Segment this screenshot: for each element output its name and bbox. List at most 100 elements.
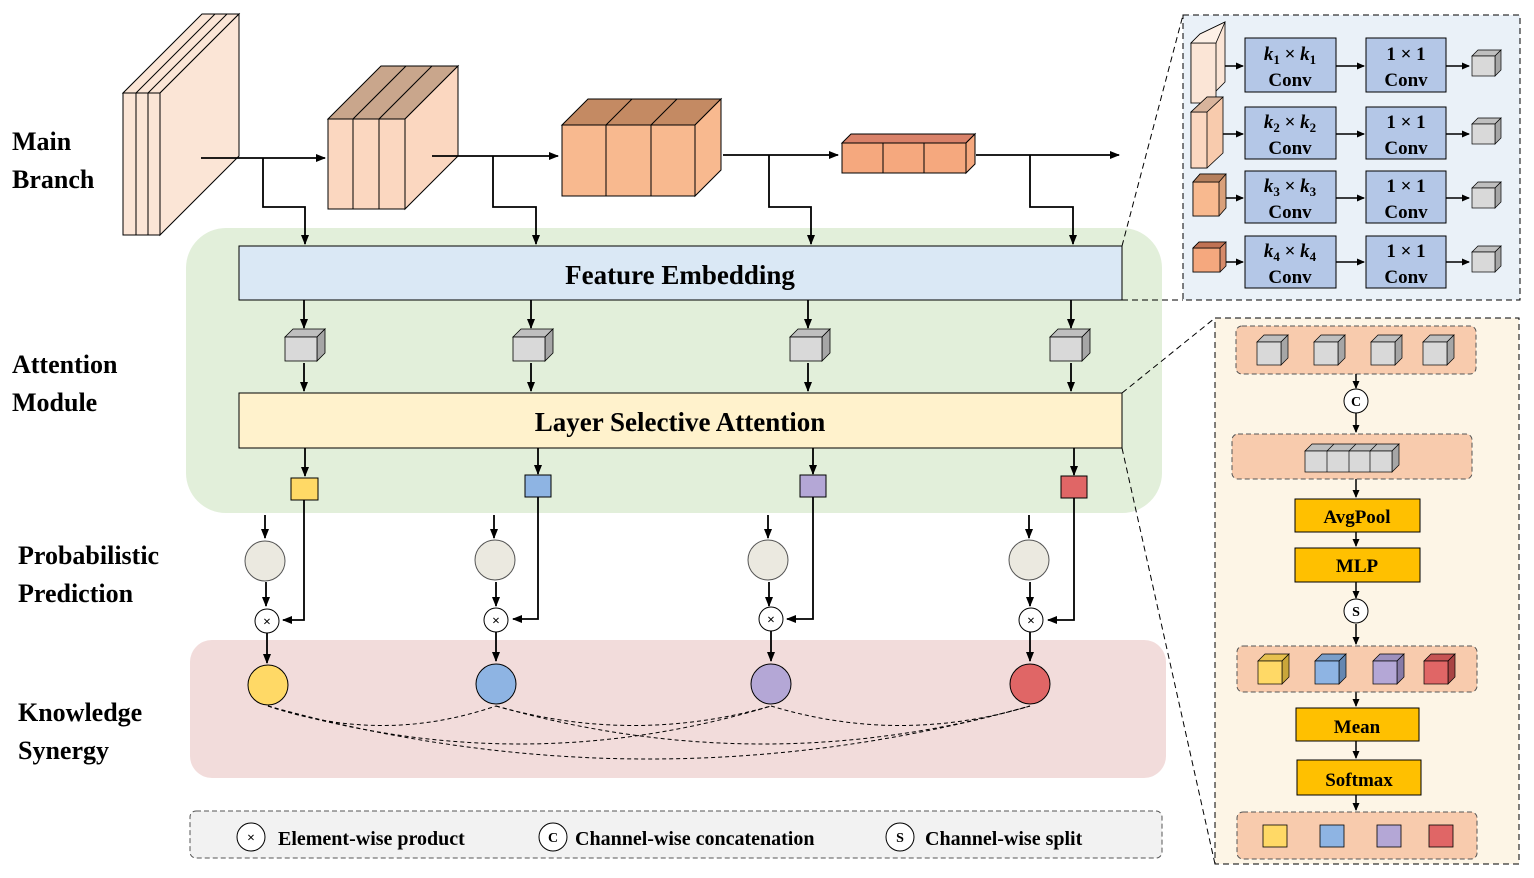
attn-output-blue — [1319, 824, 1345, 848]
softmax-box — [1296, 759, 1422, 796]
svg-text:×: × — [492, 614, 500, 629]
feature-map-stage-1 — [121, 12, 241, 237]
prediction-circle-4 — [1008, 539, 1050, 581]
mean-label: Mean — [1334, 717, 1381, 738]
prediction-arrows — [261, 497, 1075, 664]
embedding-cube-3 — [789, 328, 831, 362]
split-op: S — [1343, 598, 1369, 624]
svg-text:k4 × k4: k4 × k4 — [1264, 241, 1317, 264]
svg-text:1 × 1: 1 × 1 — [1386, 112, 1425, 133]
svg-text:Channel-wise concatenation: Channel-wise concatenation — [575, 828, 814, 850]
attn-output-yellow — [1262, 824, 1288, 848]
product-op-4: × — [1018, 607, 1044, 633]
zoom-connectors — [1121, 14, 1216, 865]
attn-output-purple — [1376, 824, 1402, 848]
attn-output-row — [1236, 811, 1478, 860]
prediction-circle-1 — [244, 540, 286, 582]
mlp-label: MLP — [1336, 556, 1379, 577]
embedding-detail-row-4: k4 × k4 Conv 1 × 1 Conv — [1192, 235, 1502, 289]
attention-weight-red — [1060, 475, 1088, 499]
feature-embedding-label: Feature Embedding — [565, 260, 795, 290]
attn-input-cube-4 — [1422, 334, 1455, 366]
svg-text:Conv: Conv — [1268, 138, 1312, 159]
svg-text:Conv: Conv — [1384, 138, 1428, 159]
product-op-1: × — [254, 608, 280, 634]
svg-text:Element-wise product: Element-wise product — [278, 828, 465, 850]
mean-box — [1295, 707, 1420, 742]
embedding-detail-row-2: k2 × k2 Conv 1 × 1 Conv — [1189, 96, 1502, 169]
legend-item-concatenation: C Channel-wise concatenation — [538, 822, 814, 852]
attn-split-cube-purple — [1372, 653, 1405, 685]
feature-map-stage-3 — [560, 97, 723, 198]
embedding-cube-1 — [284, 328, 326, 362]
attn-split-cube-red — [1423, 653, 1456, 685]
svg-text:C: C — [548, 831, 558, 846]
svg-text:k1 × k1: k1 × k1 — [1264, 44, 1316, 67]
svg-text:1 × 1: 1 × 1 — [1386, 44, 1425, 65]
svg-text:C: C — [1351, 395, 1361, 410]
avgpool-box — [1294, 498, 1421, 533]
attn-output-red — [1428, 824, 1454, 848]
attn-input-cube-2 — [1313, 334, 1346, 366]
feature-map-stage-4 — [840, 132, 977, 175]
main-branch-arrows — [201, 151, 1120, 245]
attention-module-label: Attention Module — [12, 350, 124, 417]
svg-text:Conv: Conv — [1268, 202, 1312, 223]
prediction-circle-3 — [747, 539, 789, 581]
svg-text:Conv: Conv — [1268, 267, 1312, 288]
embedding-cube-4 — [1049, 328, 1091, 362]
embedding-detail-row-1: k1 × k1 Conv 1 × 1 Conv — [1190, 21, 1502, 104]
product-op-2: × — [483, 607, 509, 633]
attention-weight-arrows — [301, 448, 1078, 477]
legend-item-split: S Channel-wise split — [885, 822, 1083, 852]
feature-embedding-bar — [238, 245, 1123, 301]
product-op-3: × — [758, 606, 784, 632]
main-branch-feature-maps — [121, 12, 977, 237]
svg-text:×: × — [247, 831, 255, 846]
avgpool-label: AvgPool — [1323, 507, 1390, 528]
svg-text:×: × — [767, 613, 775, 628]
attn-split-cube-blue — [1314, 653, 1347, 685]
legend-item-product: × Element-wise product — [236, 822, 465, 852]
synergy-node-purple — [750, 663, 792, 705]
attn-split-cube-yellow — [1257, 653, 1290, 685]
concat-op: C — [1343, 388, 1369, 414]
embedding-arrows — [300, 300, 1075, 392]
synergy-node-blue — [475, 663, 517, 705]
attn-split-row — [1236, 645, 1478, 693]
svg-text:Conv: Conv — [1384, 267, 1428, 288]
svg-text:k3 × k3: k3 × k3 — [1264, 176, 1317, 199]
synergy-node-yellow — [247, 664, 289, 706]
svg-text:S: S — [1352, 605, 1360, 620]
attn-input-cube-1 — [1256, 334, 1289, 366]
feature-map-stage-2 — [326, 64, 460, 211]
feature-embedding-detail-panel — [1182, 14, 1521, 301]
attn-input-cube-3 — [1370, 334, 1403, 366]
attention-weight-blue — [524, 474, 552, 498]
layer-selective-attention-label: Layer Selective Attention — [535, 407, 825, 437]
svg-text:Conv: Conv — [1268, 70, 1312, 91]
legend-box — [189, 810, 1163, 859]
svg-text:1 × 1: 1 × 1 — [1386, 241, 1425, 262]
svg-text:Conv: Conv — [1384, 70, 1428, 91]
attention-weight-yellow — [290, 477, 319, 501]
svg-text:S: S — [896, 831, 904, 846]
attn-concat-block — [1304, 443, 1400, 473]
mlp-box — [1294, 547, 1421, 583]
synergy-dashed-links — [267, 705, 1031, 760]
svg-text:Channel-wise split: Channel-wise split — [925, 828, 1083, 850]
synergy-node-red — [1009, 663, 1051, 705]
embedding-detail-row-3: k3 × k3 Conv 1 × 1 Conv — [1192, 170, 1502, 224]
knowledge-synergy-label: Knowledge Synergy — [18, 698, 149, 765]
svg-text:×: × — [263, 615, 271, 630]
svg-text:1 × 1: 1 × 1 — [1386, 176, 1425, 197]
svg-text:×: × — [1027, 614, 1035, 629]
layer-selective-attention-bar — [238, 392, 1123, 449]
probabilistic-prediction-label: Probabilistic Prediction — [18, 541, 166, 608]
svg-text:k2 × k2: k2 × k2 — [1264, 112, 1316, 135]
embedding-cube-2 — [512, 328, 554, 362]
prediction-circle-2 — [474, 539, 516, 581]
svg-text:Conv: Conv — [1384, 202, 1428, 223]
softmax-label: Softmax — [1325, 770, 1393, 791]
